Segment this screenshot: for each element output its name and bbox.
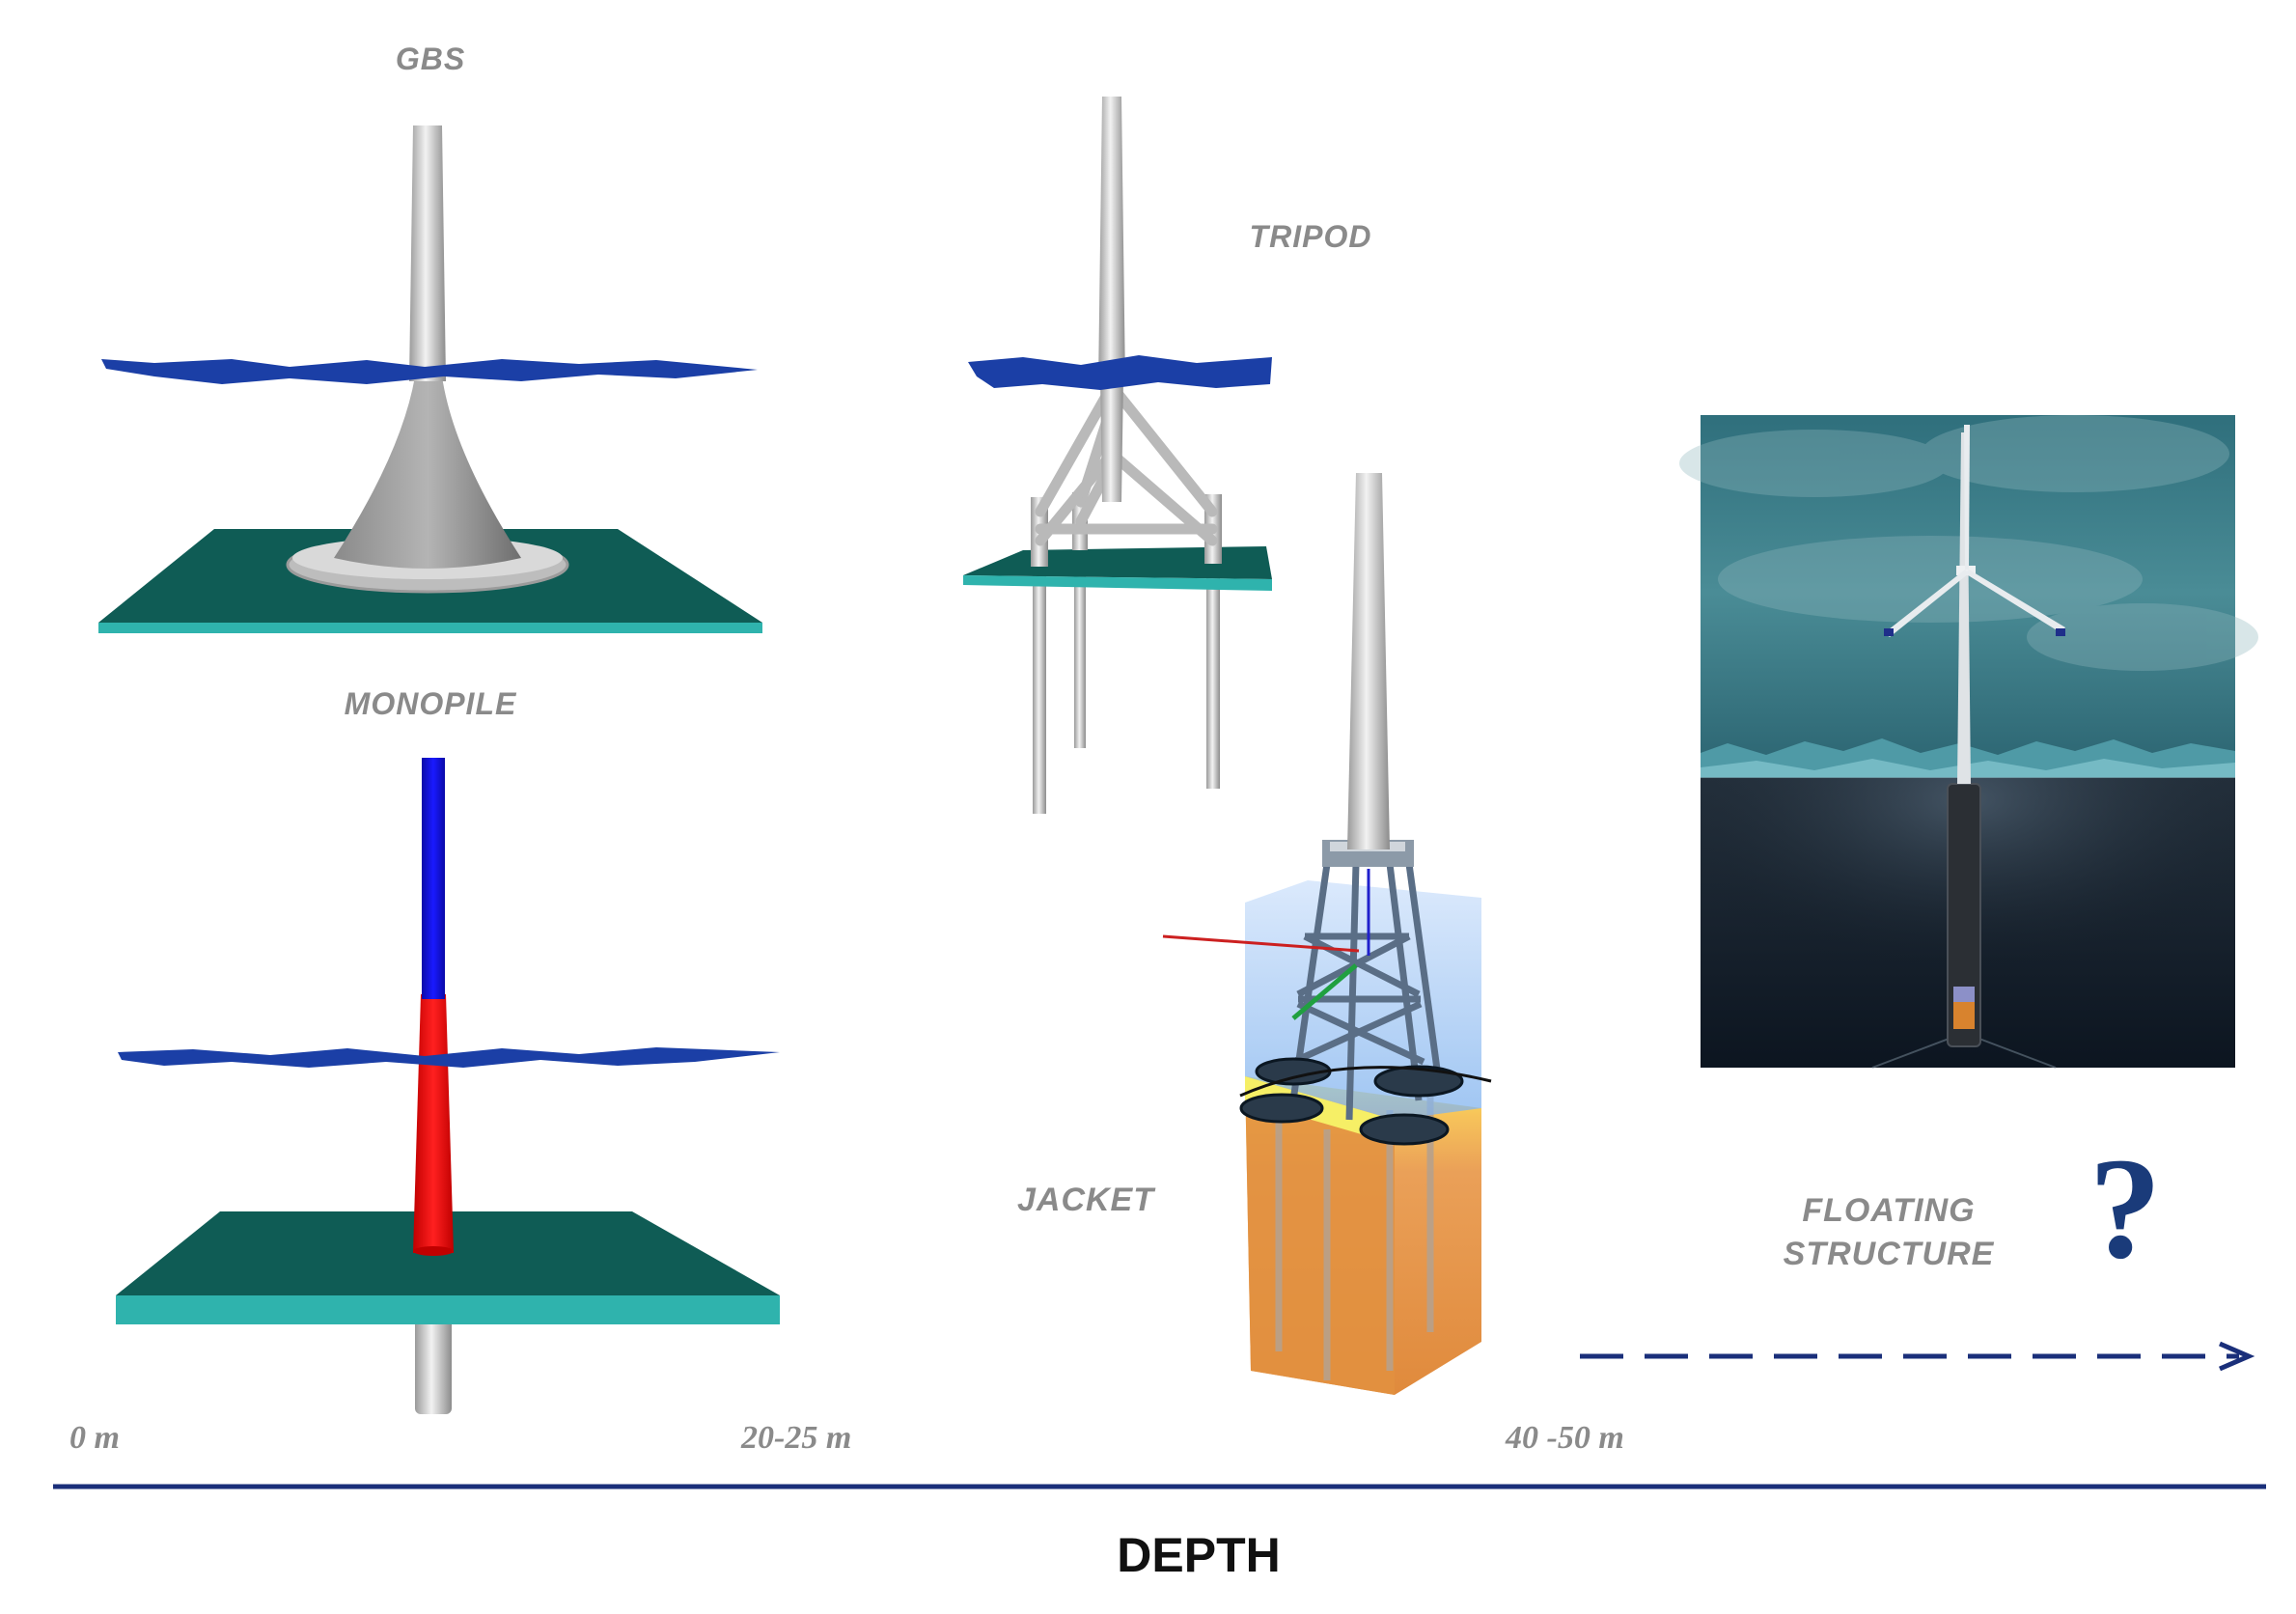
depth-tick-1: 20-25 m bbox=[740, 1420, 851, 1456]
jacket-mudmats bbox=[1239, 1057, 1464, 1146]
tripod-structure: TRIPOD bbox=[963, 97, 1372, 814]
depth-axis-title: DEPTH bbox=[1117, 1528, 1280, 1582]
jacket-structure: JACKET bbox=[1017, 473, 1492, 1395]
floating-structure-image bbox=[1679, 415, 2258, 1069]
tripod-pile-left bbox=[1033, 512, 1046, 814]
monopile-water-surface bbox=[118, 1047, 780, 1068]
gbs-label: GBS bbox=[396, 42, 465, 76]
gbs-tower bbox=[409, 125, 446, 381]
jacket-label: JACKET bbox=[1017, 1182, 1156, 1218]
floating-label-line2: STRUCTURE bbox=[1784, 1236, 1995, 1272]
gbs-cone bbox=[334, 376, 521, 569]
gbs-seabed-edge bbox=[98, 623, 762, 633]
jacket-tower bbox=[1347, 473, 1390, 849]
depth-tick-0: 0 m bbox=[69, 1420, 120, 1456]
depth-continuation-arrow bbox=[1580, 1341, 2255, 1372]
monopile-label: MONOPILE bbox=[345, 686, 517, 721]
monopile-structure: MONOPILE bbox=[116, 686, 780, 1414]
tripod-label: TRIPOD bbox=[1250, 219, 1372, 254]
floating-rotor bbox=[1884, 425, 2065, 637]
monopile-seabed-edge bbox=[116, 1295, 780, 1324]
monopile-transition-piece bbox=[413, 994, 454, 1253]
tripod-tower bbox=[1098, 97, 1125, 386]
gbs-water-surface bbox=[101, 359, 758, 384]
monopile-tower bbox=[422, 758, 445, 999]
depth-tick-2: 40 -50 m bbox=[1505, 1420, 1624, 1456]
gbs-structure: GBS bbox=[98, 42, 762, 633]
tripod-seabed bbox=[963, 546, 1272, 579]
floating-label-line1: FLOATING bbox=[1802, 1192, 1975, 1229]
tripod-water-surface bbox=[968, 355, 1272, 390]
question-mark: ? bbox=[2089, 1128, 2162, 1289]
